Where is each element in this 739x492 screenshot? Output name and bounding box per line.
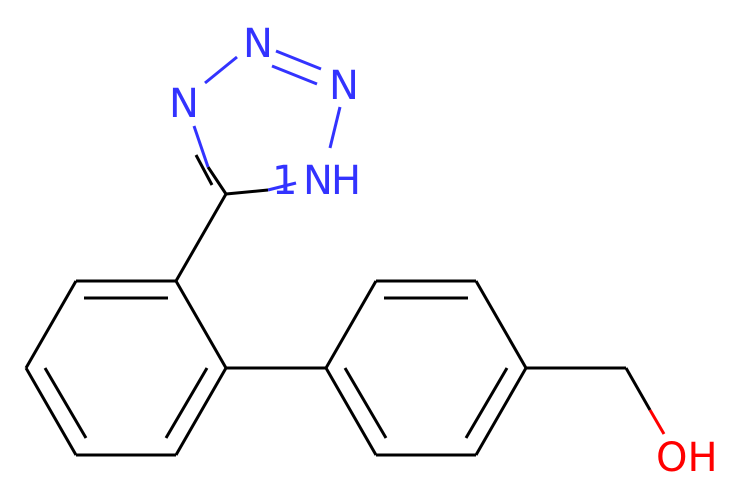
bond	[267, 181, 297, 192]
bond	[164, 367, 209, 439]
bond	[474, 280, 528, 369]
nitrogen-locant: 1	[272, 158, 297, 204]
bond	[648, 409, 666, 435]
nitrogen-atom-left: N	[169, 81, 199, 127]
nitrogen-atom-right: N	[329, 63, 359, 109]
nitrogen-atom-nh: N	[303, 158, 333, 204]
bond	[343, 367, 388, 439]
bond	[204, 55, 238, 85]
left-benzene-ring	[24, 279, 228, 457]
bond	[24, 280, 78, 369]
bond	[225, 188, 269, 196]
hydrogen-atom-nh: H	[331, 158, 361, 204]
bond	[464, 367, 509, 439]
bond	[474, 367, 528, 456]
bond	[328, 106, 342, 149]
bond	[324, 367, 378, 456]
bond	[174, 193, 228, 282]
bond	[192, 125, 210, 168]
nitrogen-atom-top: N	[243, 21, 273, 67]
bond	[24, 367, 78, 456]
bond	[194, 154, 214, 186]
bond	[206, 166, 228, 195]
bond	[271, 64, 318, 86]
bond	[43, 367, 88, 439]
tetrazole-ring	[192, 49, 342, 196]
bond	[275, 49, 322, 71]
bond	[174, 280, 228, 369]
bond	[174, 367, 228, 456]
bond	[624, 367, 652, 411]
bond	[324, 280, 378, 369]
hydroxyl-group: OH	[656, 435, 718, 481]
right-benzene-ring	[324, 279, 528, 457]
